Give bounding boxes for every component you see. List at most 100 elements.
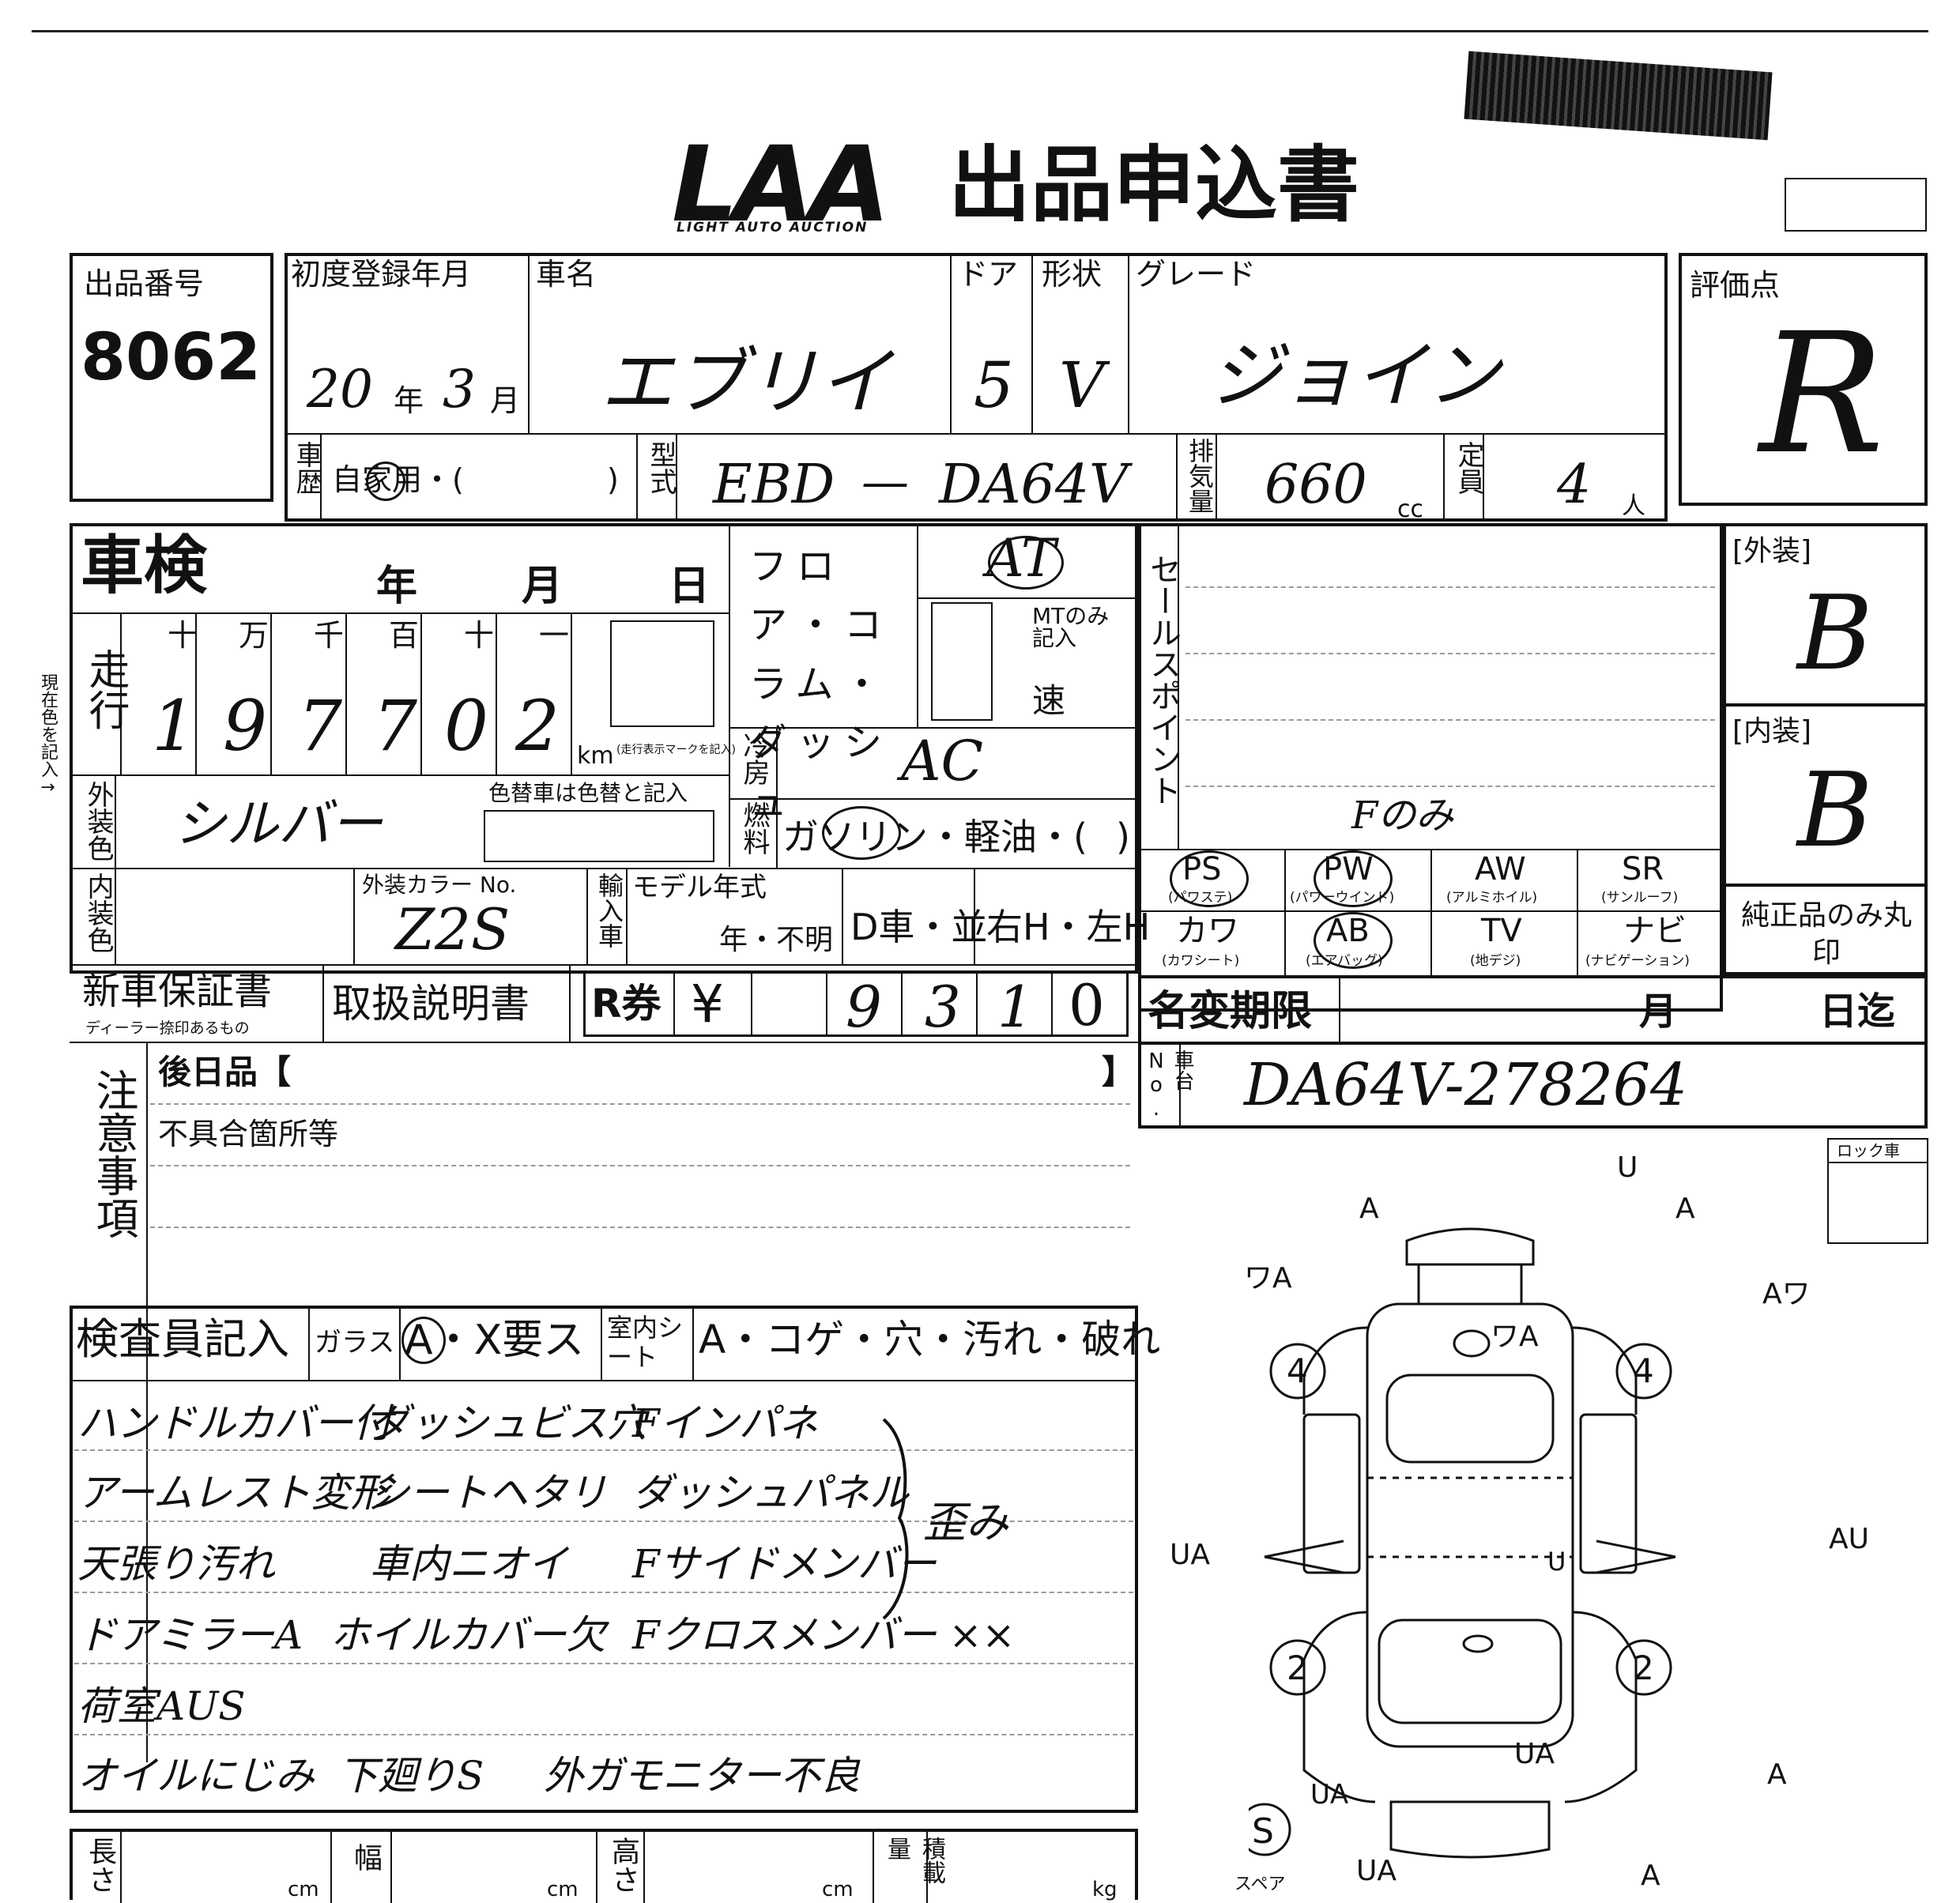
repaint-box bbox=[484, 810, 714, 862]
note-item: アームレスト変形 bbox=[77, 1470, 390, 1516]
damage-mark: UA bbox=[1514, 1738, 1555, 1770]
tyre-depth: 4 bbox=[1633, 1351, 1654, 1390]
score-value: R bbox=[1759, 297, 1885, 491]
shaken-label: 車検 bbox=[81, 529, 207, 602]
car-name: エブリイ bbox=[601, 340, 892, 424]
damage-mark: A bbox=[1359, 1193, 1379, 1225]
note-item: オイルにじみ bbox=[77, 1753, 315, 1799]
mileage-digits: 十 万 千 百 十 一 1 9 7 7 0 2 bbox=[120, 612, 572, 774]
spare-tyre: S bbox=[1252, 1811, 1274, 1852]
note-item: ダッシュビス穴 bbox=[370, 1400, 646, 1446]
lock-car-box: ロック車 bbox=[1827, 1138, 1928, 1244]
history-circle bbox=[366, 462, 405, 501]
mileage-mark-box bbox=[610, 620, 714, 727]
top-scan-line bbox=[32, 30, 1928, 32]
corner-box bbox=[1785, 178, 1927, 232]
dimensions-box: 長さ cm 幅 cm 高さ cm 積載量 kg bbox=[70, 1829, 1138, 1903]
exterior-color: シルバー bbox=[174, 793, 383, 854]
tyre-depth: 2 bbox=[1633, 1649, 1654, 1687]
displacement: 660 bbox=[1265, 454, 1367, 516]
equip-tv: TV bbox=[1481, 913, 1522, 949]
capacity: 4 bbox=[1557, 454, 1592, 516]
damage-mark: ワA bbox=[1244, 1262, 1292, 1294]
dealer-option: D車・並 bbox=[850, 906, 988, 948]
damage-mark: UA bbox=[1310, 1779, 1349, 1811]
chassis-box: 車台No. DA64V-278264 bbox=[1138, 1042, 1928, 1129]
interior-grade: B bbox=[1797, 750, 1873, 870]
car-body-diagram bbox=[1249, 1227, 1676, 1859]
note-item: シートヘタリ bbox=[370, 1470, 607, 1516]
note-item: Fサイドメンバー bbox=[632, 1541, 937, 1587]
note-item: 外ガモニター不良 bbox=[544, 1753, 860, 1799]
equip-ab-circle bbox=[1314, 912, 1393, 969]
genuine-box: 純正品のみ丸印 bbox=[1723, 884, 1928, 975]
page-title: 出品申込書 bbox=[948, 137, 1360, 233]
note-item: 下廻りS bbox=[338, 1753, 484, 1799]
inspector-box bbox=[70, 1306, 1138, 1813]
mileage-digit: 2 bbox=[515, 685, 560, 767]
exterior-grade: B bbox=[1797, 573, 1873, 693]
recycle-box bbox=[583, 970, 1129, 1037]
inspector-notes: ハンドルカバー付 ダッシュビス穴 Fインパネ アームレスト変形 シートヘタリ ダ… bbox=[70, 1380, 1138, 1813]
sales-points-box bbox=[1138, 523, 1723, 1012]
vehicle-info-box bbox=[285, 253, 1668, 522]
barcode-stamp bbox=[1464, 51, 1773, 141]
note-item: ダッシュパネル bbox=[632, 1470, 909, 1516]
note-item: 荷室AUS bbox=[77, 1683, 246, 1729]
exterior-grade-box: [外装] B bbox=[1723, 523, 1928, 707]
mileage-digit: 9 bbox=[223, 685, 267, 767]
note-item: 天張り汚れ bbox=[77, 1541, 275, 1587]
grade: ジョイン bbox=[1209, 333, 1501, 418]
lot-number: 8062 bbox=[81, 320, 262, 395]
damage-mark: Aワ bbox=[1762, 1278, 1811, 1310]
first-reg-year: 20 bbox=[307, 359, 373, 420]
note-item: 車内ニオイ bbox=[370, 1541, 567, 1587]
mileage-digit: 1 bbox=[152, 685, 196, 767]
equip-ps-circle bbox=[1170, 850, 1249, 907]
damage-mark: UA bbox=[1170, 1539, 1210, 1571]
mileage-digit: 0 bbox=[444, 685, 488, 767]
equip-navi: ナビ bbox=[1623, 913, 1687, 949]
name-change-box: 名変期限 月 日迄 bbox=[1138, 975, 1928, 1045]
damage-mark: AU bbox=[1829, 1523, 1869, 1555]
mt-box bbox=[931, 602, 993, 721]
handle-option: 右H・左H bbox=[986, 906, 1151, 948]
notes-label: 注意事項 bbox=[89, 1068, 138, 1239]
laa-logo: LAA LIGHT AUTO AUCTION bbox=[672, 124, 890, 246]
brace-note: 歪み bbox=[923, 1498, 1008, 1547]
recycle-digit: 0 bbox=[1069, 972, 1105, 1038]
shift-options: フロア・コラム・ダッシュ bbox=[749, 545, 892, 824]
equip-leather: カワ bbox=[1176, 913, 1239, 949]
mileage-digit: 7 bbox=[298, 685, 342, 767]
note-item: Fクロスメンバー ×× bbox=[632, 1612, 1016, 1658]
mileage-digit: 7 bbox=[373, 685, 417, 767]
first-reg-month: 3 bbox=[443, 359, 476, 420]
note-item: ドアミラーA bbox=[77, 1612, 303, 1658]
chassis-number: DA64V-278264 bbox=[1244, 1051, 1688, 1119]
tyre-depth: 2 bbox=[1287, 1649, 1308, 1687]
sales-points-label: セールスポイント bbox=[1144, 553, 1181, 806]
door-count: 5 bbox=[974, 349, 1014, 422]
color-number: Z2S bbox=[395, 896, 511, 963]
body-shape: V bbox=[1059, 349, 1105, 422]
interior-grade-box: [内装] B bbox=[1723, 703, 1928, 887]
brace-mark bbox=[882, 1418, 909, 1620]
note-item: ハンドルカバー付 bbox=[77, 1400, 393, 1446]
damage-mark: A bbox=[1675, 1193, 1695, 1225]
damage-mark: UA bbox=[1356, 1855, 1396, 1887]
recycle-digit: 9 bbox=[846, 974, 882, 1040]
fuel-circle bbox=[822, 806, 901, 860]
shift-circle bbox=[988, 536, 1064, 590]
note-item: ホイルカバー欠 bbox=[330, 1612, 606, 1658]
glass-circle bbox=[401, 1317, 446, 1364]
damage-mark: U bbox=[1547, 1547, 1566, 1577]
damage-mark: ワA bbox=[1491, 1321, 1539, 1353]
equip-pw-circle bbox=[1314, 850, 1393, 907]
f-only-note: Fのみ bbox=[1351, 793, 1454, 838]
lot-number-box: 出品番号 8062 bbox=[70, 253, 273, 502]
aircon-value: AC bbox=[901, 729, 984, 793]
equip-aw: AW bbox=[1475, 851, 1526, 887]
damage-mark: A bbox=[1767, 1758, 1787, 1791]
equipment-grid: PS (パワステ) PW (パワーウインド) AW (アルミホイル) SR (サ… bbox=[1138, 849, 1723, 975]
model-code: DA64V bbox=[939, 454, 1129, 516]
